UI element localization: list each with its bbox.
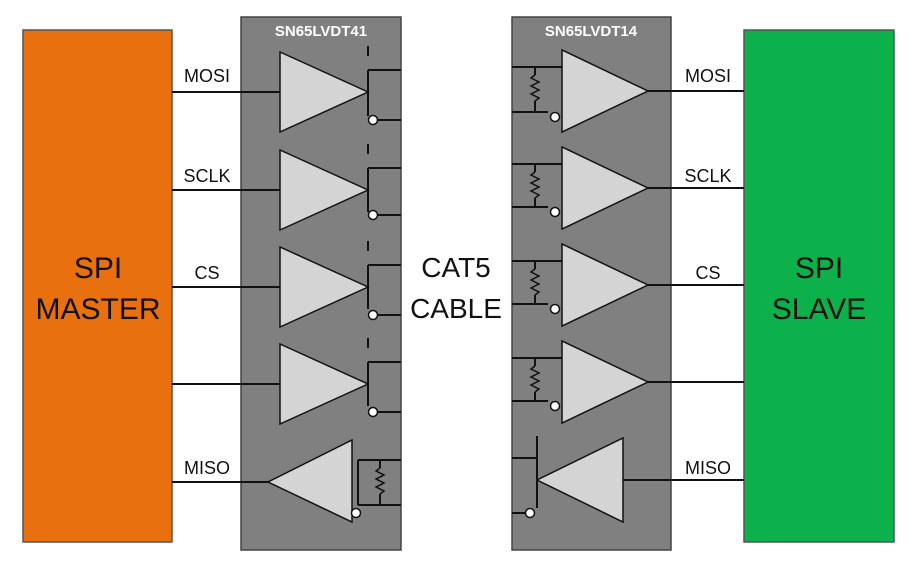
driver-channel-3 bbox=[172, 241, 401, 329]
driver-chip-miso-receiver bbox=[172, 438, 401, 524]
master-signal-cs: CS bbox=[194, 263, 219, 283]
slave-label-line1: SPI bbox=[795, 252, 843, 285]
master-label-line2: MASTER bbox=[35, 293, 160, 326]
driver-channel-1 bbox=[172, 46, 401, 134]
receiver-channel-2 bbox=[512, 145, 744, 231]
spi-master-block bbox=[22, 29, 173, 543]
master-label-line1: SPI bbox=[74, 252, 122, 285]
cable-label-line1: CAT5 bbox=[421, 252, 491, 283]
slave-signal-mosi: MOSI bbox=[685, 66, 731, 86]
cable-label-line2: CABLE bbox=[410, 293, 502, 324]
master-signal-mosi: MOSI bbox=[184, 66, 230, 86]
master-signal-sclk: SCLK bbox=[183, 166, 230, 186]
slave-label-line2: SLAVE bbox=[772, 293, 867, 326]
receiver-channel-4 bbox=[512, 339, 744, 425]
receiver-channel-1 bbox=[512, 48, 744, 134]
receiver-chip-title: SN65LVDT14 bbox=[545, 23, 638, 40]
receiver-chip-miso-driver bbox=[512, 436, 744, 524]
driver-channel-4 bbox=[172, 338, 401, 426]
receiver-channel-3 bbox=[512, 242, 744, 328]
driver-chip-title: SN65LVDT41 bbox=[275, 23, 367, 40]
spi-slave-block bbox=[743, 29, 895, 543]
slave-signal-miso: MISO bbox=[685, 458, 731, 478]
slave-signal-cs: CS bbox=[695, 263, 720, 283]
slave-signal-sclk: SCLK bbox=[684, 166, 731, 186]
driver-channel-2 bbox=[172, 144, 401, 232]
master-signal-miso: MISO bbox=[184, 458, 230, 478]
